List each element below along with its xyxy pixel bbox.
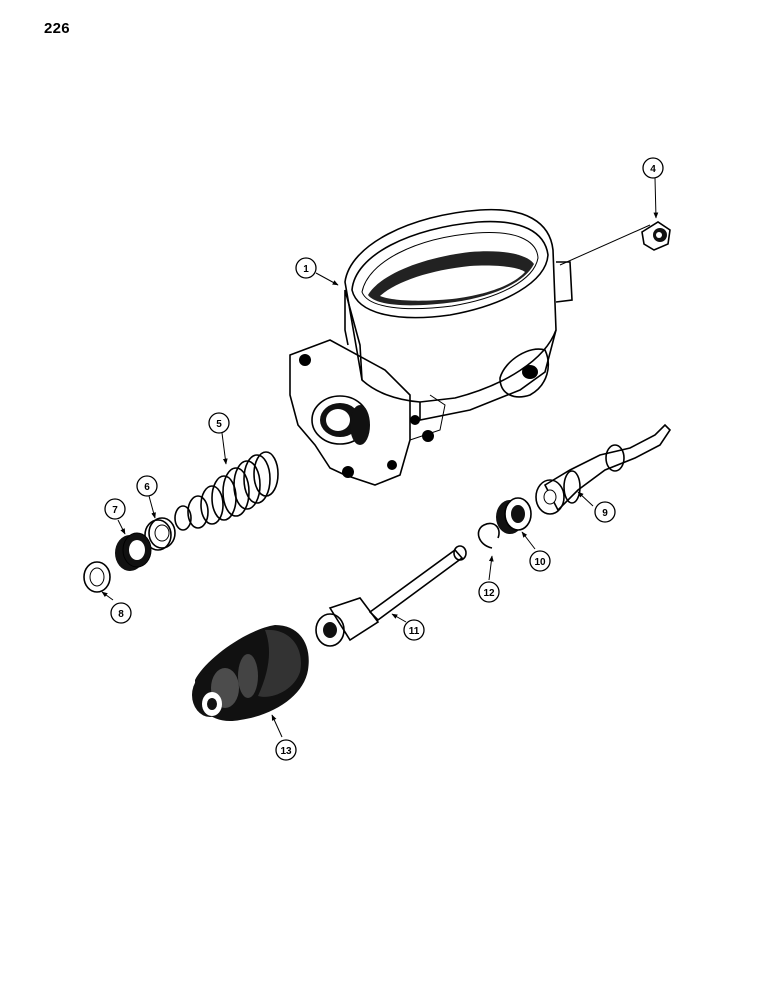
seal-part-7 <box>115 532 152 571</box>
callout-label-10: 10 <box>534 557 546 568</box>
fitting-part-4 <box>641 221 671 251</box>
return-spring-part-5 <box>174 451 279 531</box>
leader-lines <box>101 177 659 738</box>
callout-6: 6 <box>136 475 158 497</box>
callout-label-7: 7 <box>112 505 118 516</box>
callout-label-11: 11 <box>409 626 420 637</box>
snap-ring-part-12 <box>477 522 500 549</box>
cup-seal-part-10 <box>496 497 532 534</box>
callout-label-12: 12 <box>483 588 495 599</box>
push-rod-part-11 <box>315 545 467 647</box>
piston-part-9 <box>535 423 672 515</box>
callout-label-6: 6 <box>144 482 150 493</box>
callout-12: 12 <box>478 581 500 603</box>
callout-4: 4 <box>642 157 664 179</box>
callout-10: 10 <box>529 550 551 572</box>
callout-5: 5 <box>208 412 230 434</box>
callout-11: 11 <box>403 619 425 641</box>
callout-7: 7 <box>104 498 126 520</box>
callout-9: 9 <box>594 501 616 523</box>
callout-1: 1 <box>295 257 317 279</box>
callout-label-1: 1 <box>303 264 309 275</box>
washer-part-6 <box>144 517 176 551</box>
page-number: 226 <box>44 20 70 37</box>
boot-part-13 <box>192 625 309 722</box>
callout-label-5: 5 <box>216 419 222 430</box>
master-cylinder-body <box>289 208 651 486</box>
ring-part-8 <box>83 561 111 593</box>
callout-13: 13 <box>275 739 297 761</box>
callout-label-4: 4 <box>650 164 656 175</box>
callout-8: 8 <box>110 602 132 624</box>
callout-label-9: 9 <box>602 508 608 519</box>
callout-label-13: 13 <box>280 746 292 757</box>
callout-label-8: 8 <box>118 609 124 620</box>
